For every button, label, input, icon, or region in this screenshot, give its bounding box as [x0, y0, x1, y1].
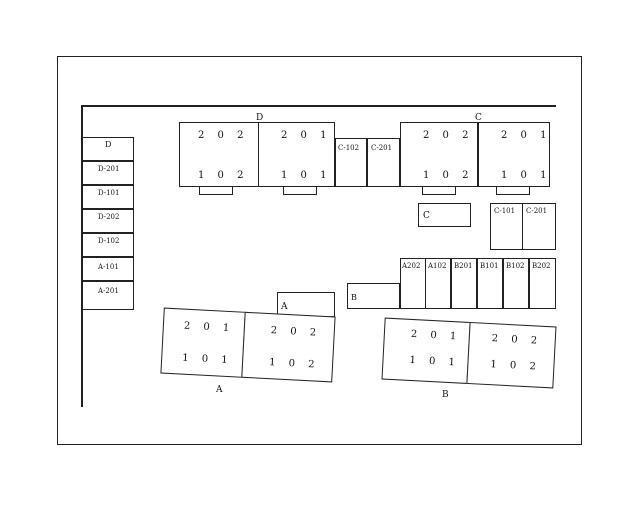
building-b: 2 0 1 1 0 1 2 0 2 1 0 2	[381, 317, 557, 389]
balcony-tab	[199, 187, 233, 195]
left-cell[interactable]: A-201	[82, 281, 134, 310]
parking-a[interactable]: A	[277, 292, 335, 317]
unit-a102[interactable]: A102	[425, 258, 451, 309]
road-top	[81, 105, 556, 107]
unit-b202[interactable]: B202	[529, 258, 556, 309]
unit-d-right[interactable]: 2 0 1 1 0 1	[258, 122, 335, 187]
left-cell[interactable]: D-202	[82, 209, 134, 233]
label-a-bottom: A	[216, 385, 223, 395]
balcony-tab	[496, 187, 530, 195]
unit-b-right[interactable]: 2 0 2 1 0 2	[466, 321, 557, 389]
unit-c-left[interactable]: 2 0 2 1 0 2	[400, 122, 478, 187]
unit-a-right[interactable]: 2 0 2 1 0 2	[241, 311, 336, 383]
unit-c-102[interactable]: C-102	[335, 138, 367, 187]
label-c-top: C	[475, 113, 482, 123]
balcony-tab	[283, 187, 317, 195]
left-cell[interactable]: A-101	[82, 257, 134, 281]
balcony-tab	[422, 187, 456, 195]
parking-c[interactable]: C	[418, 203, 471, 227]
unit-c-right[interactable]: 2 0 1 1 0 1	[478, 122, 550, 187]
unit-b-left[interactable]: 2 0 1 1 0 1	[381, 317, 471, 384]
unit-c-201-right[interactable]: C-201	[522, 203, 556, 250]
map-frame	[57, 56, 582, 445]
left-cell[interactable]: D-201	[82, 161, 134, 185]
unit-a-left[interactable]: 2 0 1 1 0 1	[160, 307, 246, 378]
parking-b[interactable]: B	[347, 283, 400, 309]
left-cell[interactable]: D	[82, 137, 134, 161]
unit-a202[interactable]: A202	[400, 258, 426, 309]
unit-b101[interactable]: B101	[477, 258, 503, 309]
label-b-bottom: B	[442, 390, 449, 400]
unit-d-left[interactable]: 2 0 2 1 0 2	[179, 122, 259, 187]
unit-c-101[interactable]: C-101	[490, 203, 523, 250]
unit-c-201[interactable]: C-201	[367, 138, 400, 187]
unit-b201[interactable]: B201	[451, 258, 477, 309]
building-a: 2 0 1 1 0 1 2 0 2 1 0 2	[160, 307, 336, 383]
unit-b102[interactable]: B102	[503, 258, 529, 309]
left-cell[interactable]: D-102	[82, 233, 134, 257]
left-cell[interactable]: D-101	[82, 185, 134, 209]
label-d-top: D	[256, 113, 264, 123]
